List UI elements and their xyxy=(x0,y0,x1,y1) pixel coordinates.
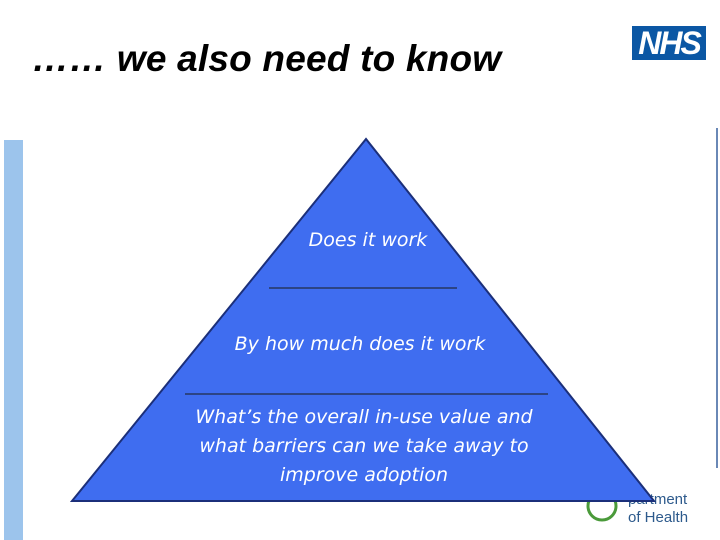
pyramid-tier-top-label: Does it work xyxy=(308,229,428,251)
dh-logo-line2: of Health xyxy=(628,509,688,526)
pyramid-tier-bottom-label: What’s the overall in-use value and what… xyxy=(195,406,533,486)
left-accent-bar xyxy=(4,140,23,540)
pyramid-tier-middle-label: By how much does it work xyxy=(234,333,486,355)
nhs-logo: NHS xyxy=(632,26,706,60)
pyramid-triangle xyxy=(69,137,657,502)
slide-title: …… we also need to know xyxy=(32,38,502,79)
right-divider-line xyxy=(716,128,718,468)
